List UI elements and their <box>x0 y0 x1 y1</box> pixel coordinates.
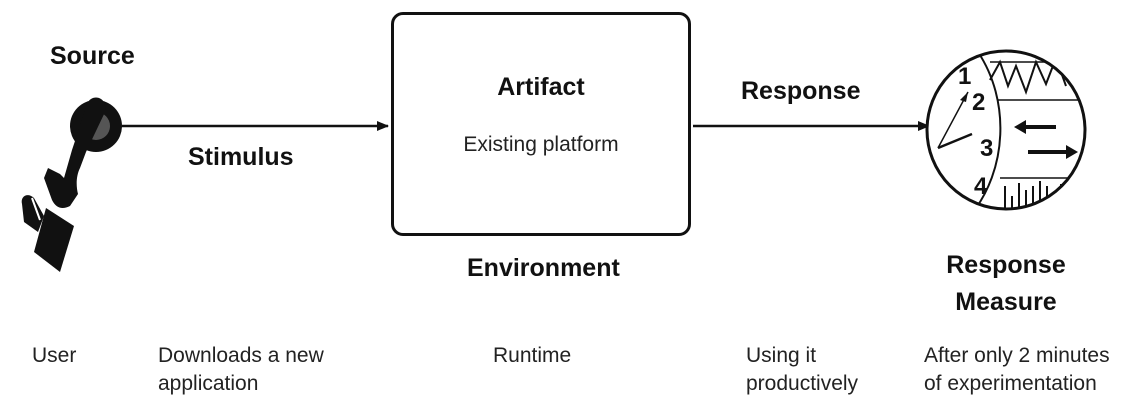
gauge-number-2: 2 <box>972 89 985 116</box>
scenario-source: User <box>32 344 77 367</box>
scenario-response-measure: After only 2 minutes of experimentation <box>924 342 1110 398</box>
scenario-environment: Runtime <box>493 344 572 367</box>
response-measure-label-line1: Response <box>946 251 1066 279</box>
scenario-stimulus: Downloads a new application <box>158 342 324 398</box>
scenario-response-measure-line2: of experimentation <box>924 372 1097 395</box>
response-label: Response <box>741 77 861 105</box>
artifact-box <box>391 12 691 236</box>
scenario-stimulus-line1: Downloads a new <box>158 344 324 367</box>
gauge-number-3: 3 <box>980 135 993 162</box>
gauge-number-1: 1 <box>958 63 971 90</box>
scenario-response-measure-line1: After only 2 minutes <box>924 344 1110 367</box>
scenario-stimulus-line2: application <box>158 372 259 395</box>
scenario-response-line1: Using it <box>746 344 817 367</box>
environment-label: Environment <box>467 254 620 282</box>
scenario-response: Using it productively <box>746 342 858 398</box>
scenario-response-line2: productively <box>746 372 859 395</box>
stimulus-label: Stimulus <box>188 143 294 171</box>
pointing-hand-icon <box>21 97 122 272</box>
source-label: Source <box>50 42 135 70</box>
artifact-detail: Existing platform <box>463 133 619 156</box>
gauge-measure-icon: 1 2 3 4 <box>925 49 1087 211</box>
response-measure-label-line2: Measure <box>955 288 1057 316</box>
gauge-number-4: 4 <box>974 173 988 200</box>
artifact-label: Artifact <box>497 73 585 101</box>
